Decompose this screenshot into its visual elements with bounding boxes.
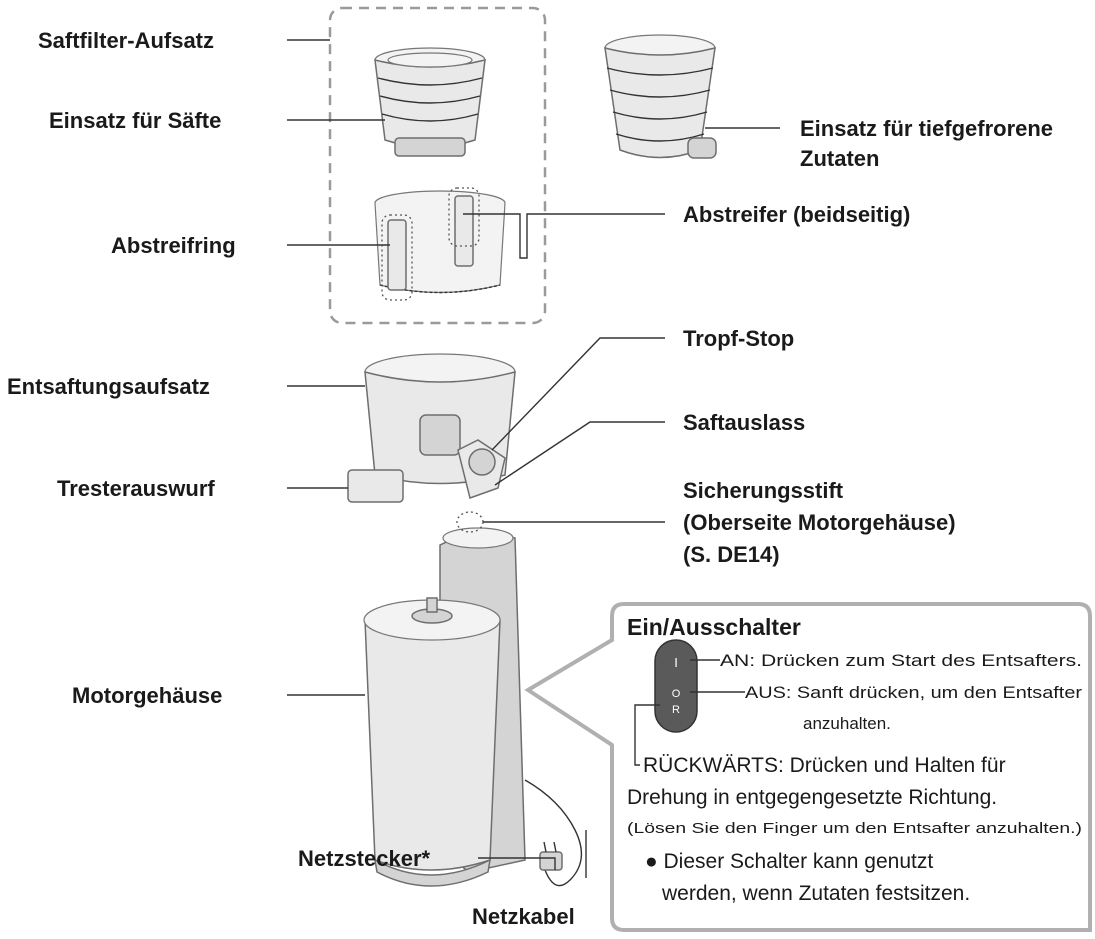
switch-note: (Lösen Sie den Finger um den Entsafter a… [627,820,1082,837]
juice-strainer-illustration [374,47,486,157]
label-einsatz-saefte: Einsatz für Säfte [49,108,221,133]
label-sicherungsstift-2: (Oberseite Motorgehäuse) [683,510,956,535]
wiper-ring-illustration [374,187,506,301]
switch-bullet-2: werden, wenn Zutaten festsitzen. [661,882,970,905]
power-switch[interactable] [654,639,698,733]
leader-lines [287,39,780,878]
label-einsatz-tiefgefroren-1: Einsatz für tiefgefrorene [800,116,1053,141]
label-sicherungsstift-3: (S. DE14) [683,542,780,567]
label-saftauslass: Saftauslass [683,410,805,435]
frozen-insert-illustration [604,34,717,159]
switch-rueck-text-2: Drehung in entgegengesetzte Richtung. [627,786,997,809]
switch-aus-text-2: anzuhalten. [803,714,891,733]
switch-bullet-1: ● Dieser Schalter kann genutzt [645,850,933,873]
label-netzkabel: Netzkabel [472,904,575,929]
switch-symbol-reverse: R [672,704,680,716]
switch-symbol-off: O [672,688,681,700]
motor-base-illustration [363,511,583,887]
juicing-bowl-illustration [347,353,516,503]
label-saftfilter: Saftfilter-Aufsatz [38,28,214,53]
label-sicherungsstift-1: Sicherungsstift [683,478,844,503]
label-einsatz-tiefgefroren-2: Zutaten [800,146,879,171]
label-entsaftungsaufsatz: Entsaftungsaufsatz [7,374,210,399]
label-abstreifring: Abstreifring [111,233,236,258]
filter-assembly-group-box [328,6,547,325]
label-abstreifer: Abstreifer (beidseitig) [683,202,910,227]
switch-box-title: Ein/Ausschalter [627,614,801,640]
label-netzstecker: Netzstecker* [298,846,431,871]
label-motorgehaeuse: Motorgehäuse [72,683,222,708]
switch-an-text: AN: Drücken zum Start des Entsafters. [720,651,1082,670]
label-tropf-stop: Tropf-Stop [683,326,794,351]
switch-symbol-on: I [674,655,678,670]
switch-callout: I O R [524,602,1092,932]
switch-rueck-text-1: RÜCKWÄRTS: Drücken und Halten für [643,754,1006,777]
label-tresterauswurf: Tresterauswurf [57,476,215,501]
switch-aus-text-1: AUS: Sanft drücken, um den Entsafter [745,683,1082,702]
